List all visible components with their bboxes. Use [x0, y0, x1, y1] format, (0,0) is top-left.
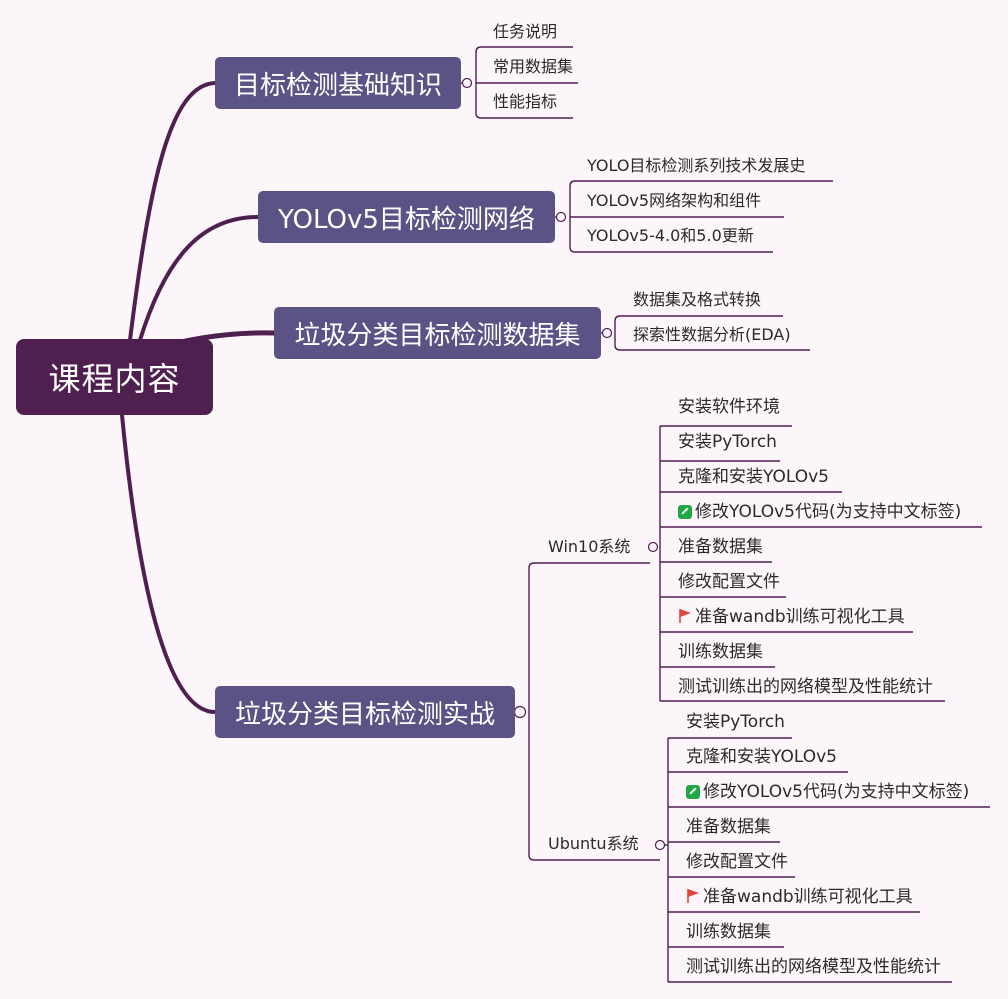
- topic-yolo-history[interactable]: YOLO目标检测系列技术发展史: [587, 156, 806, 175]
- group-win10[interactable]: Win10系统: [548, 537, 631, 556]
- topic-metrics[interactable]: 性能指标: [493, 92, 558, 111]
- ubuntu-step[interactable]: 测试训练出的网络模型及性能统计: [686, 957, 941, 977]
- branch-basics[interactable]: 目标检测基础知识: [215, 57, 461, 109]
- group-ubuntu[interactable]: Ubuntu系统: [548, 834, 639, 853]
- win10-step[interactable]: 安装PyTorch: [678, 432, 777, 452]
- win10-step[interactable]: 修改YOLOv5代码(为支持中文标签): [678, 501, 961, 523]
- ubuntu-step-label: 准备wandb训练可视化工具: [703, 887, 913, 907]
- win10-step[interactable]: 修改配置文件: [678, 572, 780, 592]
- topic-dataset-conversion[interactable]: 数据集及格式转换: [633, 290, 762, 309]
- win10-step[interactable]: 测试训练出的网络模型及性能统计: [678, 677, 933, 697]
- ubuntu-step-label: 修改YOLOv5代码(为支持中文标签): [703, 782, 970, 802]
- win10-step[interactable]: 安装软件环境: [678, 397, 780, 417]
- edit-icon: [686, 785, 700, 799]
- branch-yolov5-network[interactable]: YOLOv5目标检测网络: [258, 191, 555, 243]
- win10-step[interactable]: 训练数据集: [678, 642, 763, 662]
- ubuntu-step[interactable]: 准备wandb训练可视化工具: [686, 886, 913, 908]
- win10-step-label: 准备wandb训练可视化工具: [695, 607, 905, 627]
- ubuntu-step[interactable]: 克隆和安装YOLOv5: [686, 747, 837, 767]
- branch-dataset[interactable]: 垃圾分类目标检测数据集: [274, 307, 601, 359]
- topic-task-description[interactable]: 任务说明: [493, 22, 558, 41]
- flag-icon: [679, 609, 691, 623]
- topic-yolov5-architecture[interactable]: YOLOv5网络架构和组件: [587, 191, 762, 210]
- topic-yolov5-updates[interactable]: YOLOv5-4.0和5.0更新: [587, 226, 754, 245]
- topic-eda[interactable]: 探索性数据分析(EDA): [633, 325, 791, 344]
- flag-icon: [687, 889, 699, 903]
- ubuntu-step[interactable]: 安装PyTorch: [686, 712, 785, 732]
- ubuntu-step[interactable]: 修改YOLOv5代码(为支持中文标签): [686, 781, 969, 803]
- win10-step[interactable]: 克隆和安装YOLOv5: [678, 467, 829, 487]
- branch-practice[interactable]: 垃圾分类目标检测实战: [215, 686, 515, 738]
- ubuntu-step[interactable]: 训练数据集: [686, 922, 771, 942]
- win10-step[interactable]: 准备wandb训练可视化工具: [678, 606, 905, 628]
- edit-icon: [678, 505, 692, 519]
- win10-step-label: 修改YOLOv5代码(为支持中文标签): [695, 502, 962, 522]
- root-node[interactable]: 课程内容: [16, 339, 213, 415]
- ubuntu-step[interactable]: 准备数据集: [686, 817, 771, 837]
- ubuntu-step[interactable]: 修改配置文件: [686, 852, 788, 872]
- win10-step[interactable]: 准备数据集: [678, 537, 763, 557]
- topic-common-datasets[interactable]: 常用数据集: [493, 57, 574, 76]
